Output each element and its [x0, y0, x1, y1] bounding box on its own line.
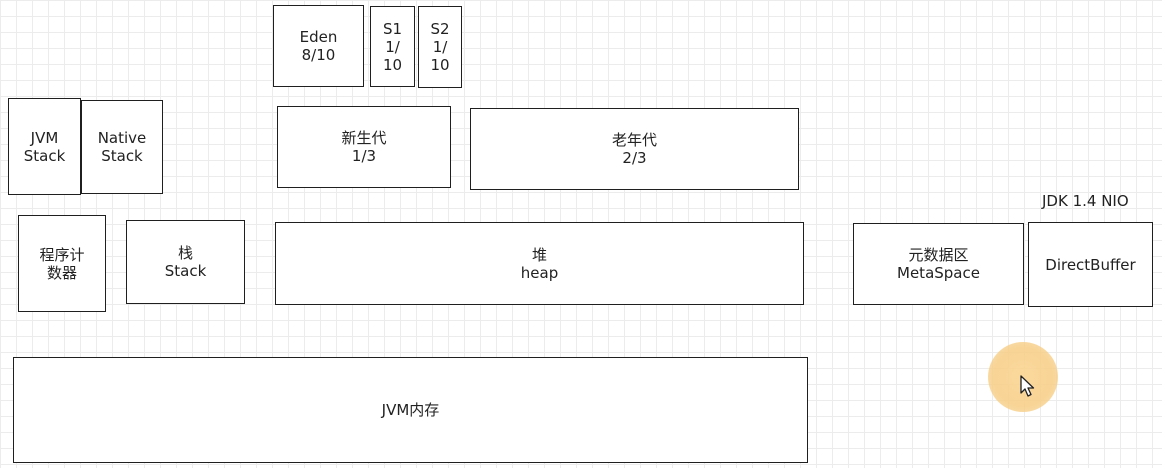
jvm-stack-box: JVM Stack	[8, 98, 81, 195]
survivor-s1-box: S1 1/ 10	[370, 6, 415, 87]
young-generation-label: 新生代 1/3	[341, 129, 387, 165]
direct-buffer-label: DirectBuffer	[1045, 255, 1136, 274]
young-generation-box: 新生代 1/3	[277, 106, 451, 188]
program-counter-label: 程序计 数器	[39, 245, 85, 282]
stack-label: 栈 Stack	[164, 244, 207, 280]
old-generation-label: 老年代 2/3	[611, 131, 657, 167]
jdk-nio-annotation: JDK 1.4 NIO	[1042, 192, 1129, 210]
eden-box: Eden 8/10	[273, 5, 364, 87]
metaspace-label: 元数据区 MetaSpace	[897, 246, 980, 282]
cursor-highlight	[988, 342, 1058, 412]
eden-label: Eden 8/10	[299, 28, 338, 64]
heap-box: 堆 heap	[275, 222, 804, 305]
direct-buffer-box: DirectBuffer	[1028, 222, 1153, 307]
survivor-s2-box: S2 1/ 10	[418, 6, 462, 88]
stack-box: 栈 Stack	[126, 220, 245, 304]
metaspace-box: 元数据区 MetaSpace	[853, 223, 1024, 305]
native-stack-label: Native Stack	[97, 129, 147, 165]
native-stack-box: Native Stack	[81, 100, 163, 194]
program-counter-box: 程序计 数器	[18, 215, 106, 312]
jvm-stack-label: JVM Stack	[23, 128, 66, 165]
old-generation-box: 老年代 2/3	[470, 108, 799, 190]
heap-label: 堆 heap	[520, 245, 559, 282]
jvm-memory-box: JVM内存	[13, 357, 808, 463]
survivor-s1-label: S1 1/ 10	[382, 19, 403, 74]
jvm-memory-label: JVM内存	[381, 401, 440, 419]
survivor-s2-label: S2 1/ 10	[430, 20, 450, 74]
pointer-arrow-icon	[1020, 375, 1035, 397]
